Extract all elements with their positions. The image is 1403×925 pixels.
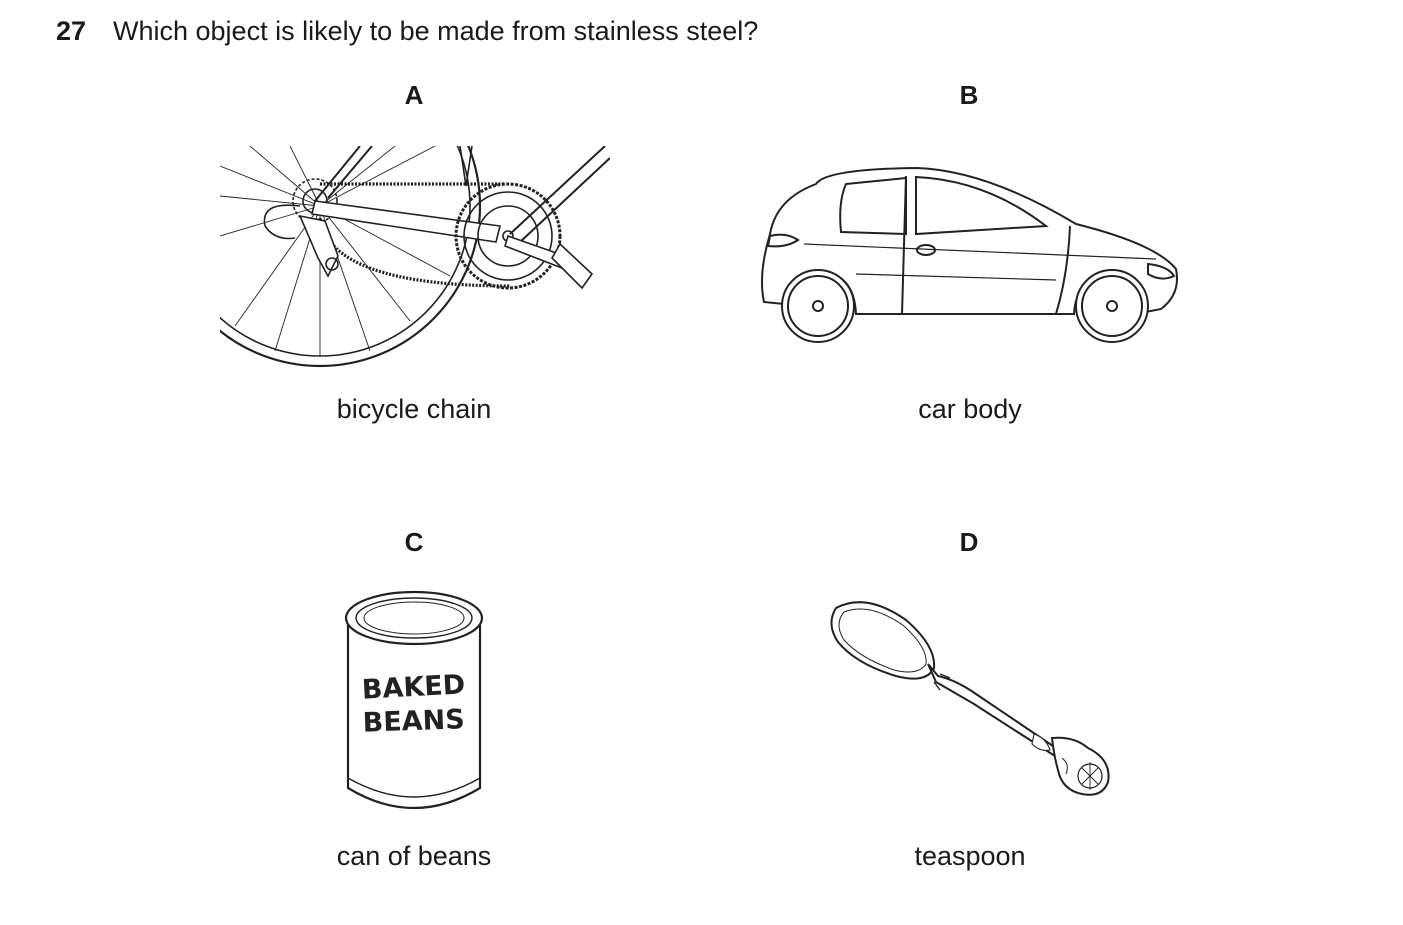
option-c-letter: C [404, 527, 424, 557]
option-d-caption: teaspoon [914, 841, 1026, 871]
option-a-caption: bicycle chain [336, 394, 492, 424]
option-a-letter: A [404, 80, 424, 110]
option-d-letter: D [959, 527, 979, 557]
option-c-figure: BAKED BEANS [340, 588, 488, 820]
option-b-letter: B [959, 80, 979, 110]
option-b-caption: car body [918, 394, 1022, 424]
can-label-line-1: BAKED [361, 669, 466, 705]
tin-can-icon: BAKED BEANS [344, 590, 484, 809]
option-d-figure [826, 598, 1116, 803]
teaspoon-icon [830, 601, 1110, 796]
bicycle-chain-icon [220, 146, 610, 368]
option-b-figure [756, 164, 1186, 349]
question-text: Which object is likely to be made from s… [113, 16, 759, 46]
option-a-figure [220, 146, 610, 371]
option-c-caption: can of beans [336, 841, 492, 871]
can-label-line-2: BEANS [362, 704, 465, 739]
question-number: 27 [56, 16, 87, 46]
car-icon [761, 166, 1178, 343]
